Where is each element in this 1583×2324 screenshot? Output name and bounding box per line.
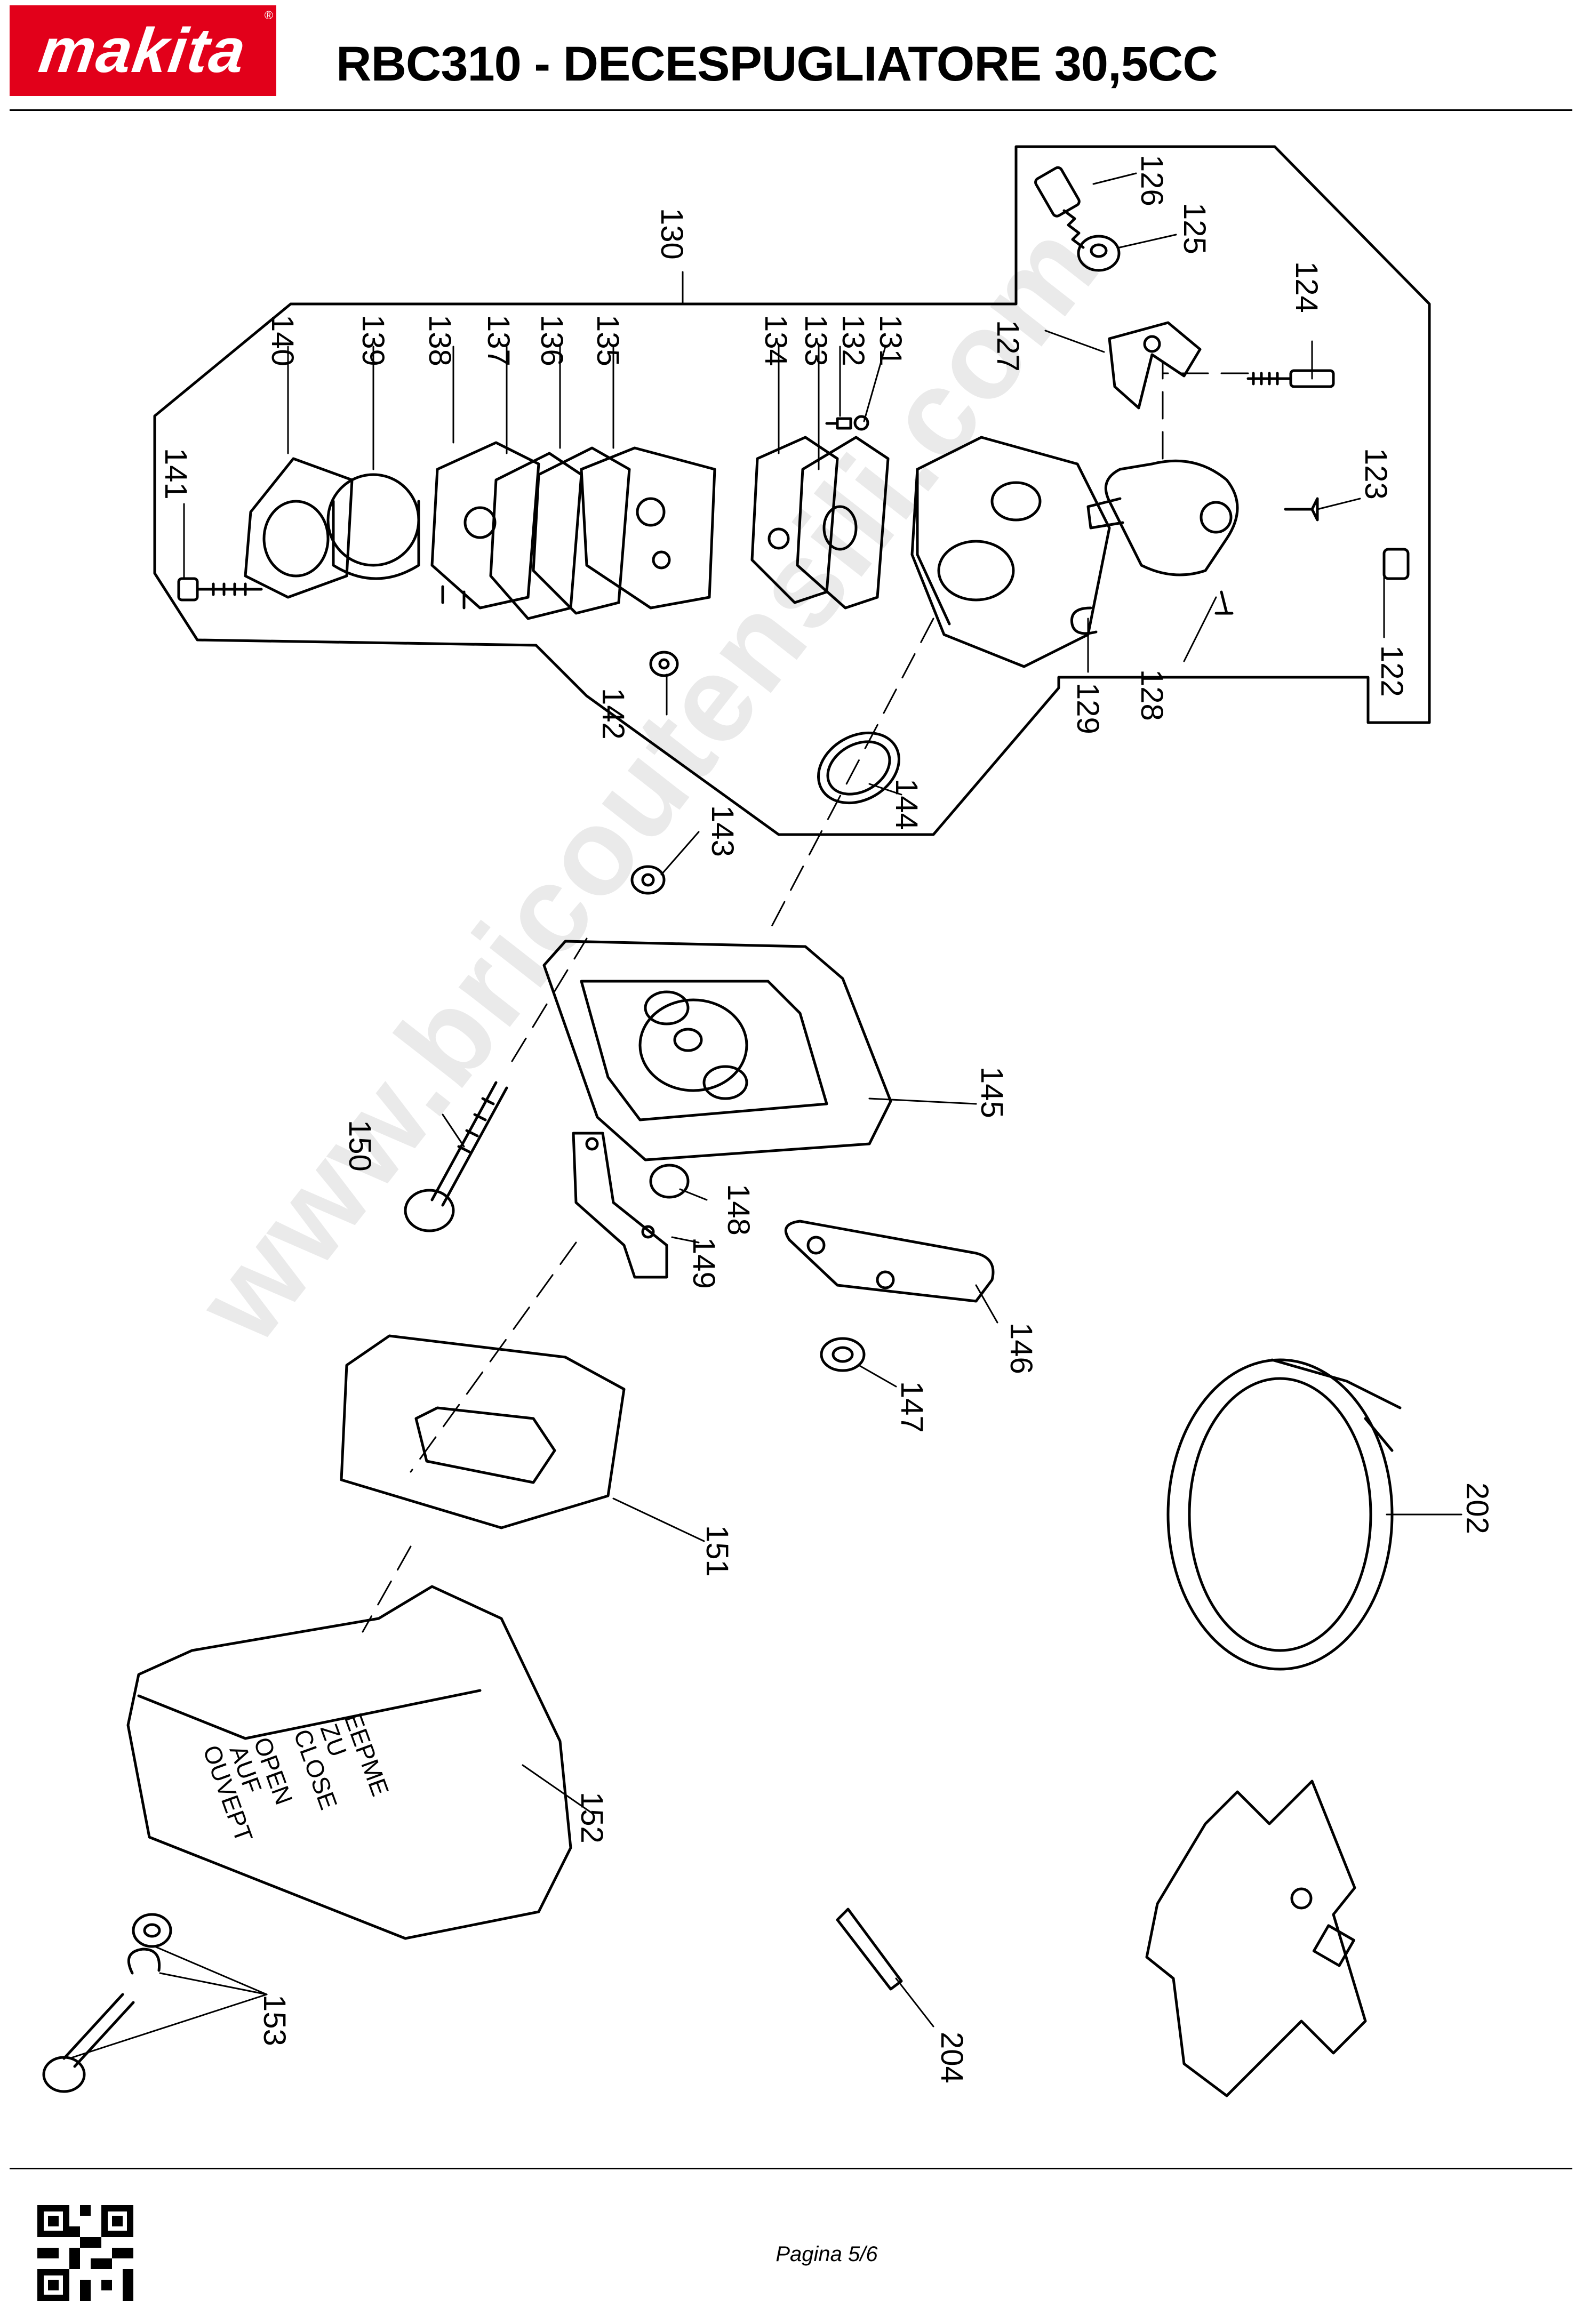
callout-123: 123 <box>1358 448 1393 500</box>
assembly-axes <box>362 362 1249 1633</box>
part-blade <box>1145 1780 1367 2097</box>
callout-135: 135 <box>590 315 625 366</box>
part-202-guard-ring <box>1166 1358 1402 1671</box>
callout-144: 144 <box>889 779 924 830</box>
part-131-132-screw-washer <box>825 415 869 431</box>
part-153-bolt-washers <box>42 1913 172 2093</box>
part-152-filter-cover <box>126 1585 572 1940</box>
cover-label-eepme: EEPME <box>339 1710 395 1800</box>
qr-code-icon <box>37 2205 133 2301</box>
part-147-washer <box>820 1337 866 1372</box>
part-126-screw <box>1034 166 1085 249</box>
part-145-filter-base <box>542 940 892 1161</box>
part-142-nut <box>649 651 679 677</box>
part-122-cap <box>1382 548 1410 580</box>
part-143-nut <box>630 865 666 895</box>
callout-127: 127 <box>990 320 1025 372</box>
part-134-diaphragm <box>750 436 839 604</box>
part-151-filter-element <box>340 1334 626 1529</box>
callout-136: 136 <box>534 315 569 366</box>
part-138-cover <box>430 441 540 610</box>
part-146-choke-lever <box>784 1220 995 1303</box>
callout-126: 126 <box>1134 155 1169 206</box>
page-number: Pagina 5/6 <box>775 2242 878 2266</box>
part-123-screw <box>1284 497 1319 522</box>
registered-mark: ® <box>264 9 273 22</box>
callout-138: 138 <box>422 315 457 366</box>
makita-logo: makita ® <box>10 5 276 96</box>
callout-143: 143 <box>705 805 740 857</box>
part-144-ring <box>817 731 900 805</box>
callout-137: 137 <box>481 315 516 366</box>
callout-149: 149 <box>686 1237 721 1289</box>
callout-130: 130 <box>654 208 689 260</box>
callout-141: 141 <box>158 448 193 500</box>
callout-128: 128 <box>1134 669 1169 721</box>
part-149-plate <box>572 1132 668 1279</box>
callout-142: 142 <box>596 688 630 740</box>
part-204-hex-key <box>836 1908 903 1991</box>
callout-129: 129 <box>1070 683 1105 734</box>
callout-152: 152 <box>574 1792 609 1844</box>
callout-202: 202 <box>1460 1482 1494 1534</box>
part-136-gasket <box>532 446 631 615</box>
part-124-screw <box>1246 369 1335 388</box>
part-128-throttle-lever <box>1086 459 1239 615</box>
part-137-diaphragm <box>489 452 583 620</box>
part-127-bracket <box>1108 321 1202 410</box>
part-140-flange <box>244 457 354 599</box>
part-125-nut <box>1077 235 1121 272</box>
callout-153: 153 <box>257 1994 292 2046</box>
part-139-sleeve <box>326 473 420 580</box>
callout-151: 151 <box>700 1525 734 1577</box>
callout-148: 148 <box>721 1184 756 1236</box>
callout-125: 125 <box>1177 203 1212 254</box>
page-title: RBC310 - DECESPUGLIATORE 30,5CC <box>336 37 1218 91</box>
callout-133: 133 <box>798 315 833 366</box>
header-divider <box>10 109 1572 111</box>
part-148-spacer <box>649 1164 690 1199</box>
callout-150: 150 <box>342 1120 377 1172</box>
footer-divider <box>10 2168 1572 2169</box>
callout-145: 145 <box>974 1067 1009 1118</box>
callout-131: 131 <box>873 315 908 366</box>
part-150-bolt <box>404 1081 508 1232</box>
part-135-pump-cover <box>580 446 716 610</box>
callout-132: 132 <box>836 315 870 366</box>
callout-124: 124 <box>1289 261 1324 313</box>
callout-139: 139 <box>356 315 390 366</box>
part-141-bolt <box>177 577 263 602</box>
part-133-gasket <box>796 436 890 610</box>
callout-147: 147 <box>894 1381 929 1433</box>
leader-lines <box>68 172 1462 2059</box>
callout-146: 146 <box>1004 1323 1038 1374</box>
callout-122: 122 <box>1374 645 1409 697</box>
callout-134: 134 <box>758 315 793 366</box>
part-129-clip <box>1070 606 1098 635</box>
carburetor-group-outline <box>153 145 1431 836</box>
callout-140: 140 <box>265 315 300 366</box>
callout-204: 204 <box>934 2032 969 2083</box>
